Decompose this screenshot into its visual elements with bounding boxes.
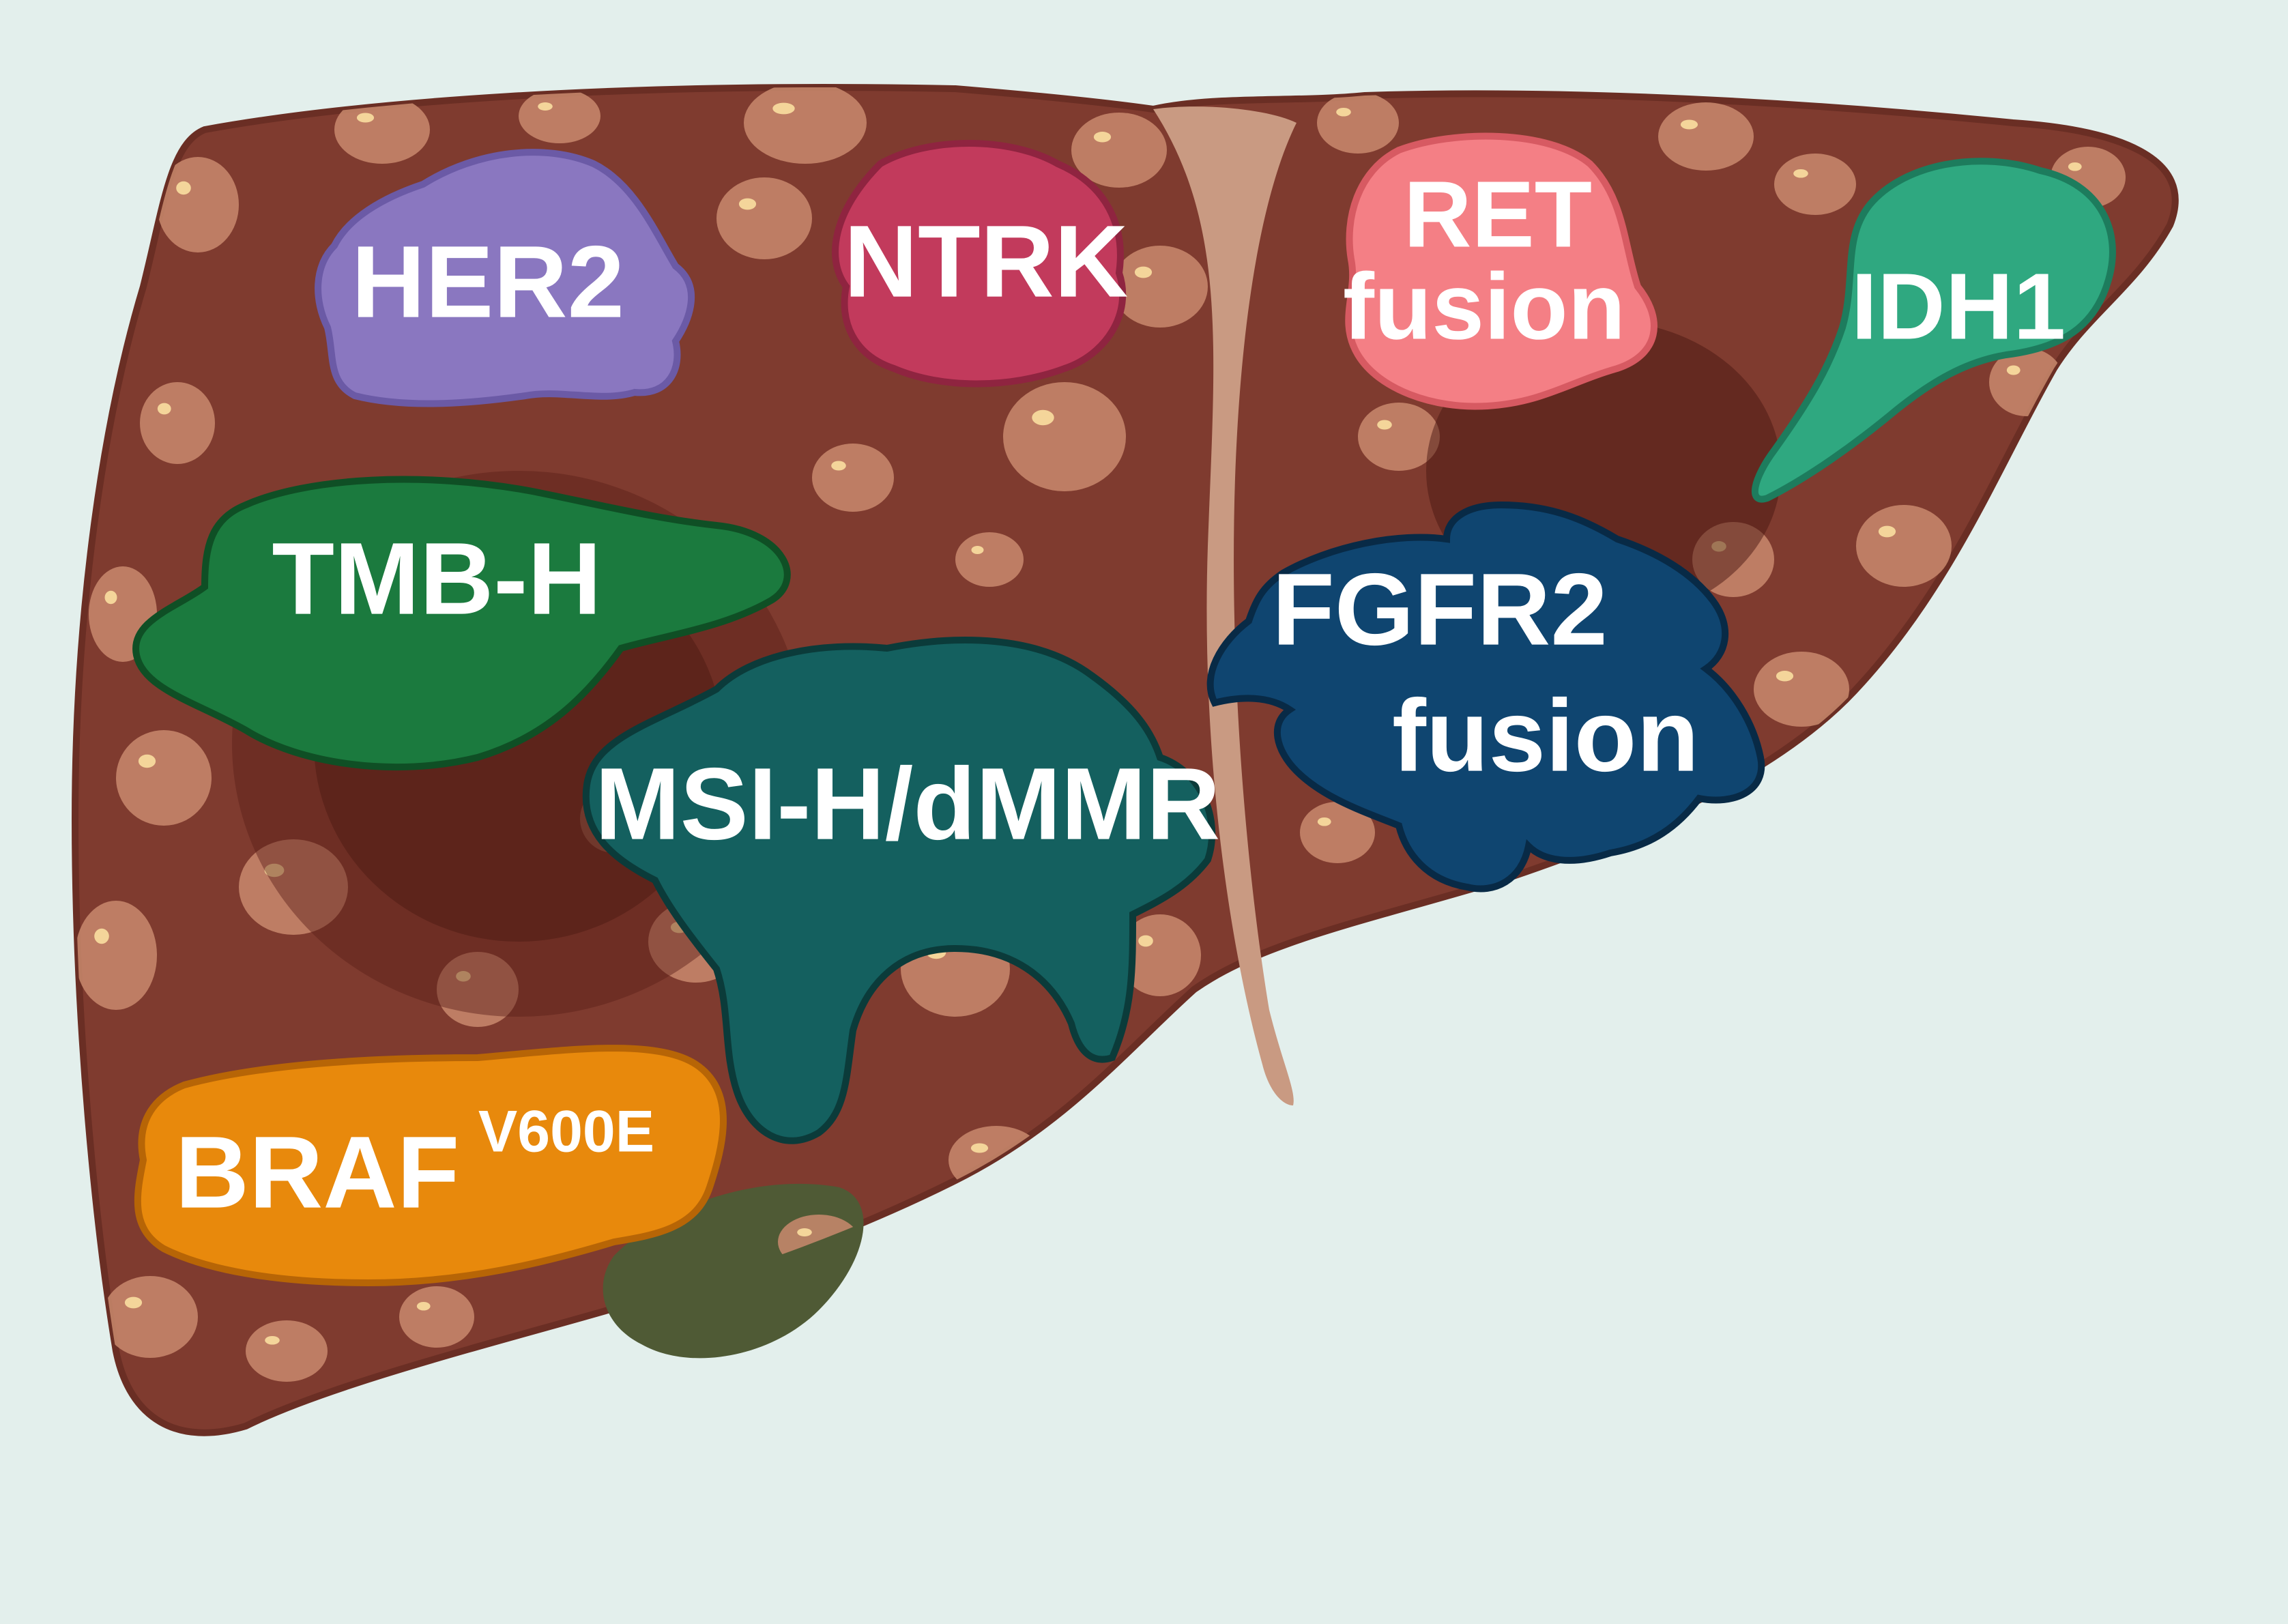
nodule-highlight xyxy=(1878,525,1896,538)
nodule-highlight xyxy=(797,1228,812,1236)
tumor-nodule xyxy=(1754,652,1849,727)
braf-shape xyxy=(134,1045,727,1287)
idh1-shape xyxy=(1751,158,2116,503)
tumor-nodule xyxy=(102,1276,198,1358)
nodule-highlight xyxy=(831,461,846,471)
ntrk-label: NTRK xyxy=(844,204,1129,319)
nodule-highlight xyxy=(138,754,156,768)
tumor-nodule xyxy=(812,444,894,512)
nodule-highlight xyxy=(1793,169,1808,178)
nodule-highlight xyxy=(356,113,375,123)
biomarker-tmb: TMB-H xyxy=(132,476,791,771)
biomarker-ntrk: NTRK xyxy=(832,140,1129,388)
fgfr2-label-line1: FGFR2 xyxy=(1272,552,1608,667)
tumor-nodule xyxy=(1071,113,1167,188)
tumor-nodule xyxy=(246,1320,328,1382)
tumor-nodule xyxy=(1658,102,1754,171)
nodule-highlight xyxy=(772,102,795,115)
tumor-nodule xyxy=(334,96,430,164)
tumor-nodule xyxy=(519,89,600,143)
biomarker-braf: BRAF V600E xyxy=(134,1045,727,1287)
nodule-highlight xyxy=(157,403,171,415)
tumor-nodule xyxy=(239,839,348,935)
biomarker-her2: HER2 xyxy=(315,149,695,407)
nodule-highlight xyxy=(265,1335,280,1345)
tumor-nodule xyxy=(744,87,867,164)
msi-label: MSI-H/dMMR xyxy=(595,746,1220,861)
nodule-highlight xyxy=(1138,935,1153,947)
tumor-nodule xyxy=(1358,403,1440,471)
tumor-nodule xyxy=(75,901,157,1010)
tmb-label: TMB-H xyxy=(272,521,601,636)
falciform-ligament xyxy=(1153,106,1297,1106)
nodule-highlight xyxy=(124,1296,143,1309)
nodule-highlight xyxy=(1317,817,1331,826)
nodule-highlight xyxy=(2068,162,2082,171)
fgfr2-label-line2: fusion xyxy=(1392,678,1699,793)
tumor-nodule xyxy=(1774,154,1856,215)
her2-shape xyxy=(315,149,695,407)
nodule-highlight xyxy=(970,1143,989,1153)
nodule-highlight xyxy=(94,928,109,944)
nodule-highlight xyxy=(738,198,757,210)
biomarker-fgfr2: FGFR2 fusion xyxy=(1206,501,1765,893)
tumor-nodule xyxy=(157,157,239,252)
nodule-highlight xyxy=(104,590,117,605)
nodule-highlight xyxy=(1032,409,1054,426)
her2-label: HER2 xyxy=(351,224,624,339)
tumor-nodule xyxy=(1119,914,1201,996)
nodule-highlight xyxy=(2006,365,2021,375)
nodule-highlight xyxy=(538,102,553,111)
ret-shape xyxy=(1345,132,1657,410)
tumor-nodule xyxy=(1317,92,1399,154)
tumor-nodule xyxy=(1300,802,1375,863)
nodule-highlight xyxy=(1680,119,1698,130)
tumor-nodule xyxy=(1112,246,1208,328)
tumor-nodule xyxy=(1856,505,1952,587)
ret-label-line2: fusion xyxy=(1343,254,1625,359)
biomarker-msi: MSI-H/dMMR xyxy=(582,637,1220,1144)
nodule-highlight xyxy=(1093,132,1112,143)
ntrk-shape xyxy=(832,140,1127,388)
nodule-highlight xyxy=(416,1301,431,1311)
braf-label-main: BRAF xyxy=(175,1115,460,1230)
nodule-highlight xyxy=(456,971,471,982)
braf-label-superscript: V600E xyxy=(478,1099,654,1165)
tumor-nodule xyxy=(140,382,215,464)
idh1-label: IDH1 xyxy=(1851,254,2066,359)
biomarker-ret: RET fusion xyxy=(1343,132,1657,410)
nodule-highlight xyxy=(176,181,191,195)
nodule-highlight xyxy=(1336,107,1351,117)
tumor-nodule xyxy=(716,177,812,259)
ret-label-line1: RET xyxy=(1404,162,1592,267)
nodule-highlight xyxy=(264,863,285,878)
biomarker-idh1: IDH1 xyxy=(1751,158,2116,503)
fgfr2-shape xyxy=(1206,501,1765,893)
tumor-nodule xyxy=(116,730,212,826)
nodule-highlight xyxy=(1134,266,1153,278)
tumor-nodule xyxy=(1003,382,1126,491)
nodule-highlight xyxy=(971,546,984,554)
tmb-shape xyxy=(132,476,791,771)
tumor-nodule xyxy=(399,1286,474,1348)
tumor-nodules xyxy=(75,87,2126,1382)
nodule-highlight xyxy=(1776,671,1794,682)
nodule-highlight xyxy=(1377,420,1392,430)
msi-shape xyxy=(582,637,1216,1144)
tumor-nodule xyxy=(955,532,1024,587)
tumor-nodule xyxy=(437,952,519,1027)
